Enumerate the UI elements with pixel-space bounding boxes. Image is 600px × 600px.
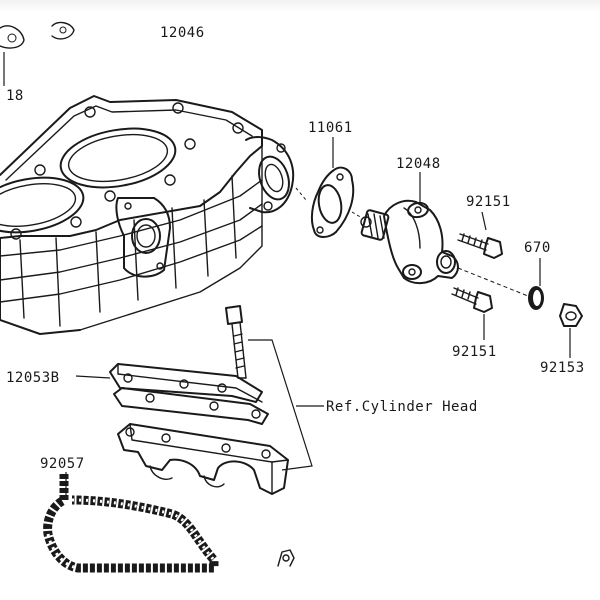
label-92151-upper: 92151: [466, 194, 511, 210]
partial-part-top-left: [0, 21, 75, 86]
label-12046: 12046: [160, 25, 205, 41]
label-92057: 92057: [40, 456, 85, 472]
long-bolt: [225, 305, 247, 379]
label-92153: 92153: [540, 360, 585, 376]
cylinder-block: [0, 95, 295, 335]
cam-holder-base: [117, 423, 289, 495]
partial-part-bottom: [277, 549, 295, 567]
nut-92153: [559, 303, 583, 358]
label-ref-cylinder-head: Ref.Cylinder Head: [326, 399, 478, 415]
scan-edge-shade: [0, 0, 600, 12]
cam-chain-tensioner-12048: [360, 172, 459, 284]
cam-chain-92057: [43, 472, 219, 573]
bolt-92151-upper: [457, 211, 503, 259]
label-12048: 12048: [396, 156, 441, 172]
chain-guide-12053b: [75, 363, 269, 425]
bolt-92151-lower: [451, 287, 493, 340]
gasket-11061: [295, 137, 363, 238]
o-ring-670: [457, 258, 544, 310]
label-18: 18: [6, 88, 24, 104]
label-670: 670: [524, 240, 551, 256]
label-92151-lower: 92151: [452, 344, 497, 360]
label-11061: 11061: [308, 120, 353, 136]
reference-bracket: [248, 339, 324, 471]
label-12053b: 12053B: [6, 370, 60, 386]
